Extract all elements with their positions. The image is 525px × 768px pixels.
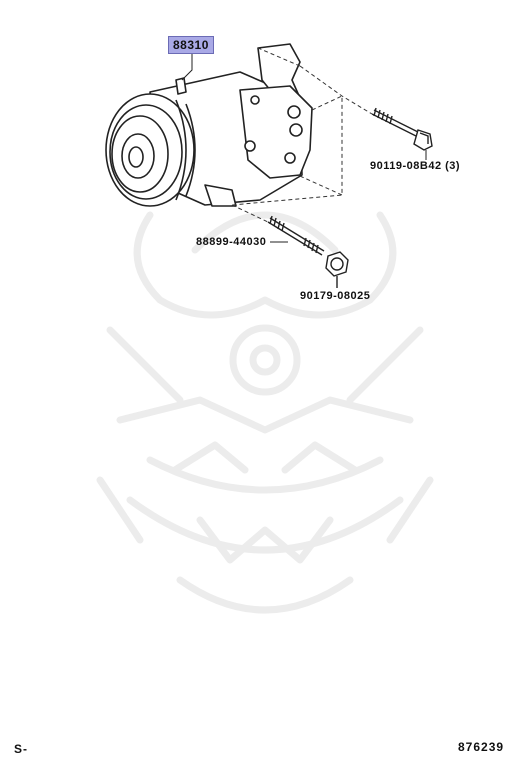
part-number-nut[interactable]: 90179-08025 [300,290,371,302]
part-number-long-bolt[interactable]: 90119-08B42 (3) [370,160,461,172]
watermark-logo [96,211,434,614]
stud-bolt [267,215,325,256]
footer-section-code: S- [14,742,28,756]
part-number-stud-bolt[interactable]: 88899-44030 [196,236,267,248]
part-number-compressor[interactable]: 88310 [168,36,214,54]
callout-leaders [181,52,427,243]
ac-compressor [105,43,313,207]
assembly-dashed-lines [231,47,373,223]
long-bolt [371,107,433,151]
flange-nut [325,251,349,288]
footer-diagram-id: 876239 [458,740,505,754]
